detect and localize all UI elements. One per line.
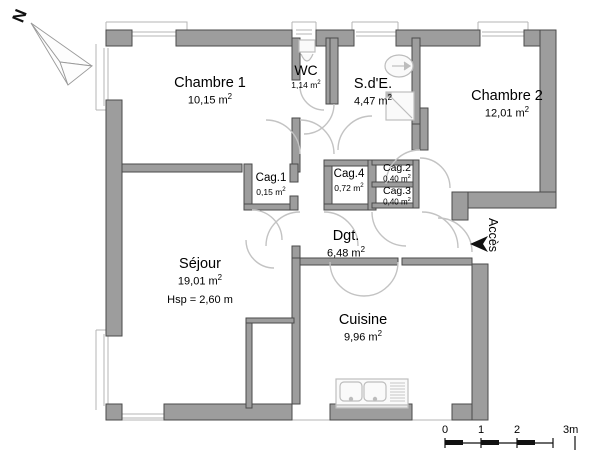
door-swing-arcs (245, 85, 473, 297)
access-label: Accès (486, 218, 500, 253)
access-arrow-icon (470, 236, 488, 252)
scale-tick-0: 0 (442, 424, 449, 436)
fixtures (298, 39, 415, 409)
scale-unit-label: 3m (563, 424, 579, 436)
north-arrow-icon (30, 22, 94, 86)
thin-outline-lines (95, 21, 529, 421)
scale-bar: 0 1 2 3m (442, 424, 593, 448)
walls (105, 29, 557, 421)
scale-tick-1: 1 (478, 424, 485, 436)
scale-tick-2: 2 (514, 424, 521, 436)
scale-bar-graphic (444, 436, 576, 450)
